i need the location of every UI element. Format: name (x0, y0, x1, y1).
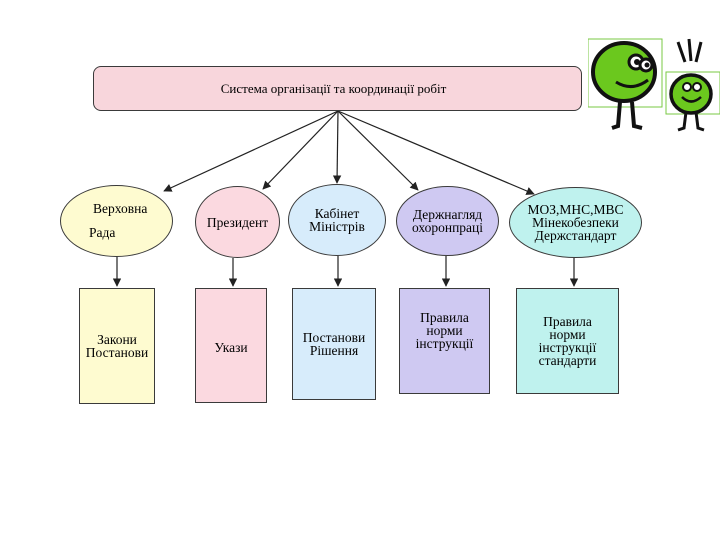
node-moz-mns-mvs: МОЗ,МНС,МВС Мінекобезпеки Держстандарт (509, 187, 642, 258)
doc-decrees: Укази (195, 288, 267, 403)
node-derzhnahliad: Держнагляд охоронпраці (396, 186, 499, 256)
node-cabinet-line-2: Міністрів (309, 219, 365, 234)
node-cabinet: Кабінет Міністрів (288, 184, 386, 256)
system-title: Система організації та координації робіт (220, 80, 447, 96)
system-title-box: Система організації та координації робіт (93, 66, 582, 111)
doc-rules-ministries-line-3: інструкції (538, 340, 597, 355)
doc-rules-supervision-line-1: Правила (420, 310, 469, 325)
doc-decrees-line-1: Укази (214, 340, 248, 355)
node-verkhovna-rada-line-1: Верховна (93, 201, 148, 216)
doc-resolutions-line-1: Постанови (302, 330, 366, 345)
doc-rules-ministries: Правила норми інструкції стандарти (516, 288, 619, 394)
node-derzhnahliad-line-2: охоронпраці (411, 220, 484, 235)
node-president: Президент (195, 186, 280, 258)
arrow-to-verkhovna-rada (163, 110, 339, 192)
doc-rules-ministries-line-4: стандарти (538, 353, 597, 368)
smiley-mascot-icon (588, 38, 720, 132)
doc-resolutions-line-2: Рішення (309, 343, 359, 358)
doc-rules-ministries-line-2: норми (549, 327, 586, 342)
doc-resolutions: Постанови Рішення (292, 288, 376, 400)
arrow-to-president (262, 110, 339, 190)
doc-rules-ministries-line-1: Правила (543, 314, 592, 329)
node-verkhovna-rada-line-2: Рада (89, 225, 116, 240)
node-moz-mns-mvs-line-3: Держстандарт (534, 228, 617, 243)
arrow-to-derzhnahliad (337, 110, 419, 191)
node-derzhnahliad-line-1: Держнагляд (412, 207, 483, 222)
doc-rules-supervision-line-3: інструкції (415, 336, 474, 351)
doc-laws-line-1: Закони (97, 332, 137, 347)
node-cabinet-line-1: Кабінет (314, 206, 360, 221)
node-moz-mns-mvs-line-2: Мінекобезпеки (532, 215, 619, 230)
doc-rules-supervision-line-2: норми (426, 323, 463, 338)
node-moz-mns-mvs-line-1: МОЗ,МНС,МВС (527, 202, 624, 217)
node-president-line-1: Президент (206, 214, 269, 230)
doc-rules-supervision: Правила норми інструкції (399, 288, 490, 394)
doc-laws-line-2: Постанови (85, 345, 149, 360)
doc-laws: Закони Постанови (79, 288, 155, 404)
arrow-to-cabinet (332, 110, 342, 184)
arrow-to-moz-mns-mvs (337, 110, 535, 195)
node-verkhovna-rada: Верховна Рада (60, 185, 173, 257)
